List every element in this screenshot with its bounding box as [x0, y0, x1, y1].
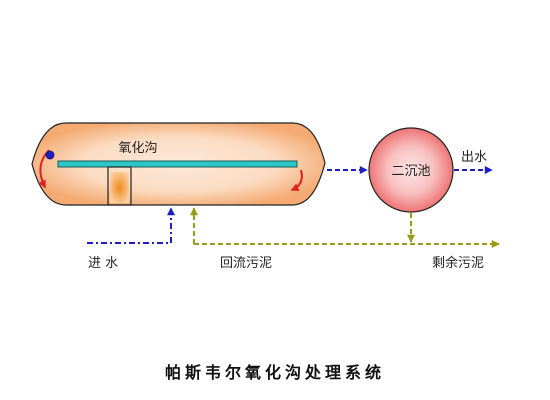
ditch-label: 氧化沟 — [118, 141, 157, 156]
aerator-dot — [45, 150, 55, 160]
return-sludge-label: 回流污泥 — [220, 256, 272, 271]
diagram-title: 帕斯韦尔氧化沟处理系统 — [165, 363, 385, 382]
circulation-arrow-right — [290, 169, 303, 191]
influent-arrow — [87, 207, 175, 244]
excess-sludge-label: 剩余污泥 — [432, 255, 484, 271]
ditch-center-divider — [57, 160, 298, 168]
influent-label: 进 水 — [88, 256, 118, 271]
secondary-clarifier — [368, 127, 454, 213]
aeration-rotor-housing — [107, 166, 132, 206]
effluent-label: 出水 — [461, 150, 487, 165]
clarifier-label: 二沉池 — [391, 164, 430, 179]
aeration-rotor — [110, 172, 129, 203]
